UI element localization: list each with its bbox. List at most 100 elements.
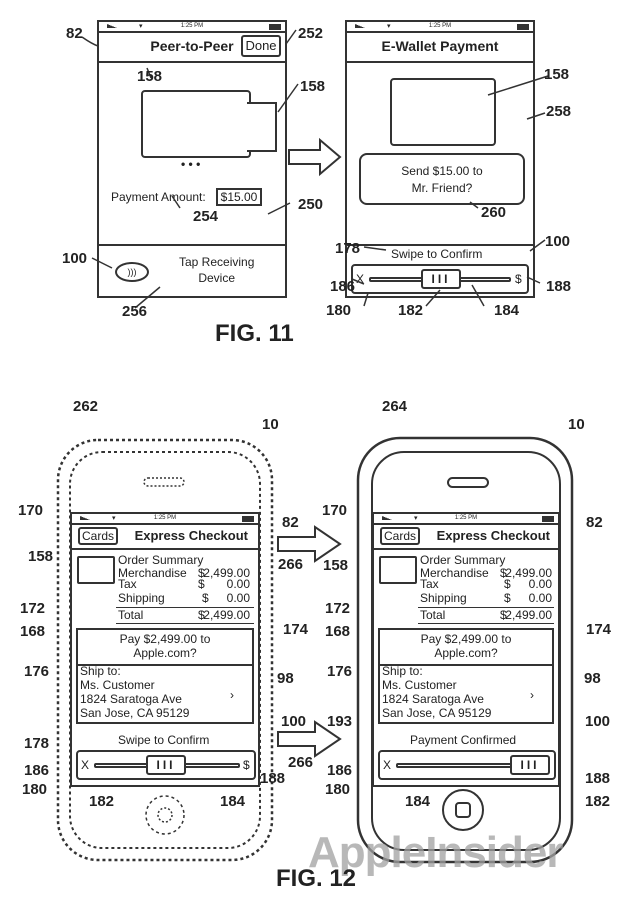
- ref-186: 186: [327, 762, 353, 779]
- shipping-label: Shipping: [420, 591, 467, 605]
- done-button[interactable]: Done: [241, 35, 281, 57]
- prompt-line-2: Mr. Friend?: [411, 181, 473, 195]
- ref-178: 178: [24, 735, 50, 752]
- ship-to-label: Ship to:: [382, 664, 423, 678]
- wifi-icon: ▾: [414, 515, 418, 522]
- ref-260: 260: [481, 204, 507, 221]
- pay-line-2: Apple.com?: [133, 646, 197, 660]
- cancel-x-icon[interactable]: X: [81, 758, 90, 772]
- home-button-square: [455, 802, 471, 818]
- merch-currency: $: [198, 566, 205, 580]
- total-divider-bottom: [116, 623, 254, 624]
- ref-10: 10: [568, 416, 585, 433]
- tax-amount: 0.00: [226, 577, 250, 591]
- pay-confirmation-box: Pay $2,499.00 to Apple.com? Ship to: Ms.…: [378, 628, 554, 724]
- merch-label: Merchandise: [420, 566, 489, 580]
- ref-188: 188: [260, 770, 286, 787]
- pay-prompt: Pay $2,499.00 to Apple.com?: [78, 630, 252, 666]
- ref-158: 158: [544, 66, 570, 83]
- ref-186: 186: [24, 762, 50, 779]
- cards-back-button[interactable]: Cards: [380, 527, 420, 545]
- cancel-x-icon[interactable]: X: [383, 758, 392, 772]
- tax-currency: $: [198, 577, 205, 591]
- peer-to-peer-screen: ▾ 1:25 PM Peer-to-Peer Done • • • Paymen…: [97, 20, 287, 298]
- ref-184: 184: [220, 793, 246, 810]
- shipping-currency: $: [202, 591, 209, 605]
- ref-180: 180: [22, 781, 48, 798]
- ref-82: 82: [66, 25, 83, 42]
- cards-back-button[interactable]: Cards: [78, 527, 118, 545]
- payment-amount-field[interactable]: $15.00: [216, 188, 262, 206]
- nav-bar: E-Wallet Payment: [347, 31, 533, 63]
- e-wallet-payment-screen: ▾ 1:25 PM E-Wallet Payment Send $15.00 t…: [345, 20, 535, 298]
- slider-thumb[interactable]: III: [421, 269, 461, 289]
- ship-street: 1824 Saratoga Ave: [382, 692, 484, 706]
- swipe-slider[interactable]: X III $: [351, 264, 529, 294]
- ref-168: 168: [325, 623, 351, 640]
- pay-prompt: Pay $2,499.00 to Apple.com?: [380, 630, 552, 666]
- nav-bar: Peer-to-Peer: [99, 31, 285, 63]
- slider-thumb[interactable]: III: [146, 755, 186, 775]
- total-currency: $: [500, 608, 507, 622]
- ship-to-block[interactable]: Ship to: Ms. Customer 1824 Saratoga Ave …: [382, 664, 491, 720]
- order-summary-heading: Order Summary: [420, 553, 506, 567]
- home-button-dashed: [145, 795, 185, 835]
- swipe-to-confirm-label: Swipe to Confirm: [391, 247, 483, 261]
- ref-254: 254: [193, 208, 219, 225]
- ref-98: 98: [277, 670, 294, 687]
- screen-title: Peer-to-Peer: [150, 38, 234, 54]
- total-label: Total: [118, 608, 144, 622]
- screen-title: Express Checkout: [134, 528, 248, 543]
- merch-amount: 2,499.00: [505, 566, 552, 580]
- payment-amount-label: Payment Amount:: [111, 190, 206, 204]
- status-bar: ▾ 1:25 PM: [347, 22, 533, 33]
- tax-currency: $: [504, 577, 511, 591]
- chevron-right-icon[interactable]: ›: [230, 688, 234, 702]
- swipe-to-confirm-label: Swipe to Confirm: [118, 733, 210, 747]
- merch-label: Merchandise: [118, 566, 187, 580]
- credit-card-icon: [141, 90, 251, 158]
- ship-city: San Jose, CA 95129: [382, 706, 492, 720]
- ref-188: 188: [585, 770, 611, 787]
- pay-line-1: Pay $2,499.00 to: [420, 632, 512, 646]
- chevron-right-icon[interactable]: ›: [530, 688, 534, 702]
- credit-card-icon: [390, 78, 496, 146]
- contactless-icon: ))): [115, 262, 149, 282]
- shipping-label: Shipping: [118, 591, 165, 605]
- shipping-amount: 0.00: [528, 591, 552, 605]
- divider: [99, 244, 285, 246]
- ref-82: 82: [282, 514, 299, 531]
- ref-168: 168: [20, 623, 46, 640]
- screen-title: E-Wallet Payment: [381, 38, 499, 54]
- ref-184: 184: [405, 793, 431, 810]
- tax-amount: 0.00: [528, 577, 552, 591]
- ref-178: 178: [335, 240, 361, 257]
- cancel-x-icon[interactable]: X: [356, 272, 365, 286]
- card-thumbnail-icon: [77, 556, 115, 584]
- wifi-icon: ▾: [387, 23, 391, 30]
- order-summary-heading: Order Summary: [118, 553, 204, 567]
- divider: [347, 244, 533, 246]
- tax-label: Tax: [420, 577, 439, 591]
- swipe-slider[interactable]: X III: [378, 750, 556, 780]
- page-dots: • • •: [181, 157, 201, 171]
- total-label: Total: [420, 608, 446, 622]
- slider-thumb[interactable]: III: [510, 755, 550, 775]
- swipe-slider[interactable]: X III $: [76, 750, 256, 780]
- pay-line-2: Apple.com?: [434, 646, 498, 660]
- send-prompt[interactable]: Send $15.00 to Mr. Friend?: [359, 153, 525, 205]
- battery-icon: [242, 516, 254, 522]
- total-divider: [418, 607, 554, 608]
- signal-icon: [382, 516, 392, 520]
- express-checkout-screen-right: ▾ 1:25 PM Express Checkout Cards Order S…: [372, 512, 560, 787]
- ship-to-block[interactable]: Ship to: Ms. Customer 1824 Saratoga Ave …: [80, 664, 189, 720]
- total-divider: [116, 607, 254, 608]
- ref-264: 264: [382, 398, 408, 415]
- tax-label: Tax: [118, 577, 137, 591]
- status-time: 1:25 PM: [454, 515, 478, 521]
- nav-bar: Express Checkout: [72, 523, 258, 550]
- shipping-currency: $: [504, 591, 511, 605]
- appleinsider-watermark: AppleInsider: [308, 828, 563, 877]
- signal-icon: [107, 24, 117, 28]
- ref-100: 100: [585, 713, 611, 730]
